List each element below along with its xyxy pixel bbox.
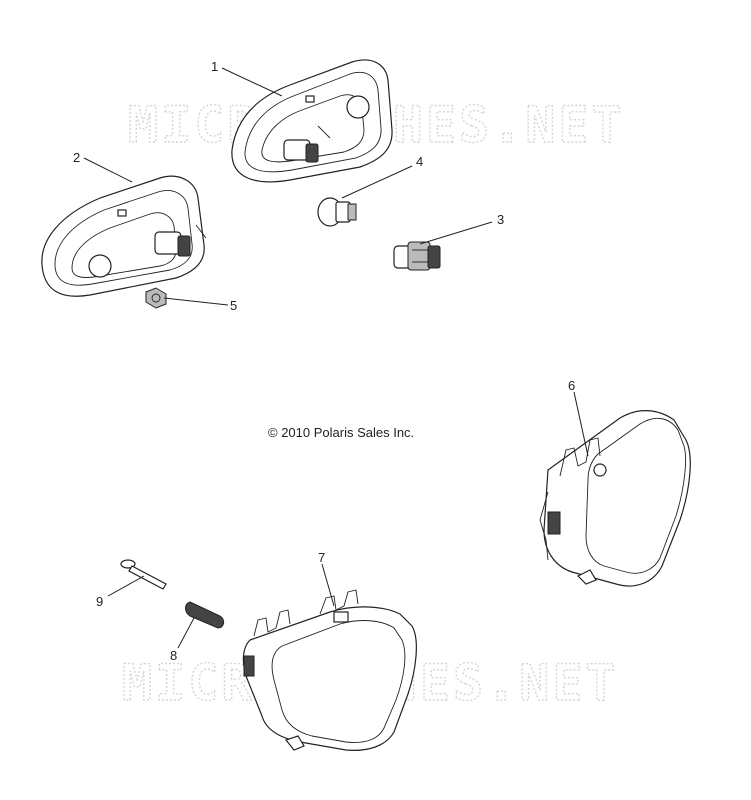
grommet[interactable]	[185, 601, 225, 629]
callout-4: 4	[416, 154, 423, 169]
callout-5: 5	[230, 298, 237, 313]
callout-1: 1	[211, 59, 218, 74]
leader-1	[221, 67, 283, 97]
leader-6	[573, 391, 589, 457]
bulb[interactable]	[317, 197, 357, 227]
headlight-right[interactable]	[539, 410, 691, 587]
leader-2	[83, 157, 133, 183]
leader-3	[419, 221, 493, 245]
callout-3: 3	[497, 212, 504, 227]
leader-4	[341, 165, 413, 199]
callout-6: 6	[568, 378, 575, 393]
leader-7	[321, 563, 335, 607]
callout-9: 9	[96, 594, 103, 609]
leader-9	[107, 575, 145, 597]
headlight-lower[interactable]	[242, 589, 417, 751]
callout-8: 8	[170, 648, 177, 663]
callout-2: 2	[73, 150, 80, 165]
callout-7: 7	[318, 550, 325, 565]
leader-5	[163, 297, 229, 306]
bulb-socket[interactable]	[393, 241, 441, 271]
nut[interactable]	[145, 287, 167, 309]
bolt[interactable]	[120, 559, 167, 590]
copyright-text: © 2010 Polaris Sales Inc.	[268, 425, 414, 440]
tail-lamp-left[interactable]	[41, 175, 207, 297]
leader-8	[177, 617, 195, 649]
tail-lamp-upper[interactable]	[231, 59, 393, 183]
